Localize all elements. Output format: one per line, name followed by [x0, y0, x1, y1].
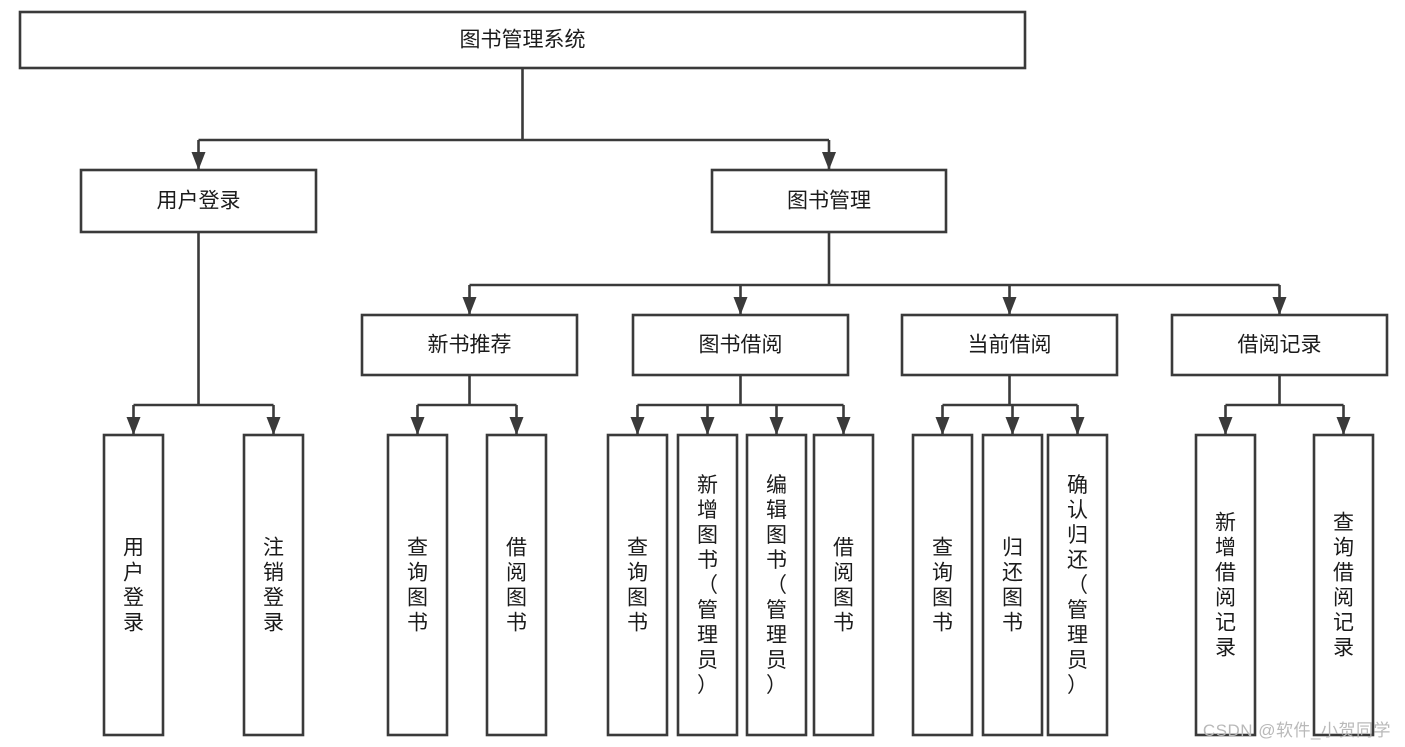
- node-box-book-borrow[interactable]: [631, 313, 850, 377]
- node-leaf-borrow-book[interactable]: 借阅图书: [812, 433, 875, 737]
- arrow-head-icon: [1218, 417, 1233, 435]
- node-label-leaf-add-record: 新增借阅记录: [1215, 512, 1236, 660]
- node-label-current-borrow: 当前借阅: [968, 334, 1052, 357]
- node-box-leaf-return-book[interactable]: [981, 433, 1044, 737]
- connector-group-new-book-rec: [410, 375, 524, 435]
- node-label-leaf-logout: 注销登录: [263, 537, 284, 635]
- node-current-borrow[interactable]: 当前借阅: [900, 313, 1119, 377]
- connector-group-borrow-record: [1218, 375, 1351, 435]
- node-label-borrow-record: 借阅记录: [1238, 334, 1322, 357]
- node-box-root[interactable]: [18, 10, 1027, 70]
- node-leaf-user-login[interactable]: 用户登录: [102, 433, 165, 737]
- node-new-book-rec[interactable]: 新书推荐: [360, 313, 579, 377]
- node-label-leaf-query-book-borrow: 查询图书: [627, 537, 648, 635]
- arrow-head-icon: [700, 417, 715, 435]
- node-leaf-confirm-return[interactable]: 确认归还（管理员）: [1046, 433, 1109, 737]
- node-box-leaf-query-book-borrow[interactable]: [606, 433, 669, 737]
- node-label-user-login: 用户登录: [157, 190, 241, 213]
- node-leaf-query-record[interactable]: 查询借阅记录: [1312, 433, 1375, 737]
- node-leaf-query-book-current[interactable]: 查询图书: [911, 433, 974, 737]
- node-box-book-manage[interactable]: [710, 168, 948, 234]
- node-label-leaf-query-book-current: 查询图书: [932, 537, 953, 635]
- node-box-new-book-rec[interactable]: [360, 313, 579, 377]
- node-box-leaf-confirm-return[interactable]: [1046, 433, 1109, 737]
- node-box-leaf-add-record[interactable]: [1194, 433, 1257, 737]
- node-box-leaf-add-book[interactable]: [676, 433, 739, 737]
- node-box-leaf-query-book-current[interactable]: [911, 433, 974, 737]
- node-leaf-edit-book[interactable]: 编辑图书（管理员）: [745, 433, 808, 737]
- arrow-head-icon: [191, 152, 206, 170]
- arrow-head-icon: [733, 297, 748, 315]
- node-label-leaf-query-book-rec: 查询图书: [407, 537, 428, 635]
- node-borrow-record[interactable]: 借阅记录: [1170, 313, 1389, 377]
- node-label-book-borrow: 图书借阅: [699, 334, 783, 357]
- arrow-head-icon: [266, 417, 281, 435]
- node-box-leaf-borrow-book[interactable]: [812, 433, 875, 737]
- arrow-head-icon: [410, 417, 425, 435]
- node-leaf-add-record[interactable]: 新增借阅记录: [1194, 433, 1257, 737]
- connector-group-book-borrow: [630, 375, 851, 435]
- arrow-head-icon: [935, 417, 950, 435]
- arrow-head-icon: [1002, 297, 1017, 315]
- arrow-head-icon: [462, 297, 477, 315]
- node-label-root: 图书管理系统: [460, 29, 586, 52]
- node-box-leaf-edit-book[interactable]: [745, 433, 808, 737]
- node-user-login[interactable]: 用户登录: [79, 168, 318, 234]
- node-leaf-logout[interactable]: 注销登录: [242, 433, 305, 737]
- node-label-leaf-add-book: 新增图书（管理员）: [697, 474, 718, 697]
- node-box-leaf-query-book-rec[interactable]: [386, 433, 449, 737]
- arrow-head-icon: [836, 417, 851, 435]
- node-layer: 图书管理系统用户登录图书管理新书推荐图书借阅当前借阅借阅记录用户登录注销登录查询…: [18, 10, 1389, 737]
- node-leaf-return-book[interactable]: 归还图书: [981, 433, 1044, 737]
- connector-group-root: [191, 68, 836, 170]
- arrow-head-icon: [509, 417, 524, 435]
- node-label-leaf-borrow-book-rec: 借阅图书: [506, 537, 527, 635]
- arrow-head-icon: [126, 417, 141, 435]
- node-label-book-manage: 图书管理: [787, 190, 871, 213]
- node-book-borrow[interactable]: 图书借阅: [631, 313, 850, 377]
- node-label-new-book-rec: 新书推荐: [428, 334, 512, 357]
- node-box-current-borrow[interactable]: [900, 313, 1119, 377]
- node-book-manage[interactable]: 图书管理: [710, 168, 948, 234]
- node-box-leaf-borrow-book-rec[interactable]: [485, 433, 548, 737]
- node-label-leaf-query-record: 查询借阅记录: [1333, 512, 1354, 660]
- arrow-head-icon: [1336, 417, 1351, 435]
- arrow-head-icon: [1070, 417, 1085, 435]
- node-root[interactable]: 图书管理系统: [18, 10, 1027, 70]
- node-label-leaf-confirm-return: 确认归还（管理员）: [1067, 474, 1088, 697]
- node-box-leaf-query-record[interactable]: [1312, 433, 1375, 737]
- watermark-label: CSDN @软件_小贺同学: [1202, 721, 1391, 740]
- node-label-leaf-edit-book: 编辑图书（管理员）: [766, 474, 787, 697]
- node-leaf-add-book[interactable]: 新增图书（管理员）: [676, 433, 739, 737]
- node-box-leaf-user-login[interactable]: [102, 433, 165, 737]
- node-label-leaf-user-login: 用户登录: [123, 537, 144, 635]
- node-leaf-borrow-book-rec[interactable]: 借阅图书: [485, 433, 548, 737]
- connector-group-current-borrow: [935, 375, 1085, 435]
- arrow-head-icon: [630, 417, 645, 435]
- node-leaf-query-book-borrow[interactable]: 查询图书: [606, 433, 669, 737]
- arrow-head-icon: [1272, 297, 1287, 315]
- arrow-head-icon: [1005, 417, 1020, 435]
- node-box-borrow-record[interactable]: [1170, 313, 1389, 377]
- connector-group-book-manage: [462, 232, 1287, 315]
- node-box-user-login[interactable]: [79, 168, 318, 234]
- node-label-leaf-borrow-book: 借阅图书: [833, 537, 854, 635]
- node-box-leaf-logout[interactable]: [242, 433, 305, 737]
- node-leaf-query-book-rec[interactable]: 查询图书: [386, 433, 449, 737]
- connector-layer: [126, 68, 1351, 435]
- connector-group-user-login: [126, 232, 281, 435]
- arrow-head-icon: [822, 152, 836, 170]
- node-label-leaf-return-book: 归还图书: [1002, 537, 1023, 635]
- arrow-head-icon: [769, 417, 784, 435]
